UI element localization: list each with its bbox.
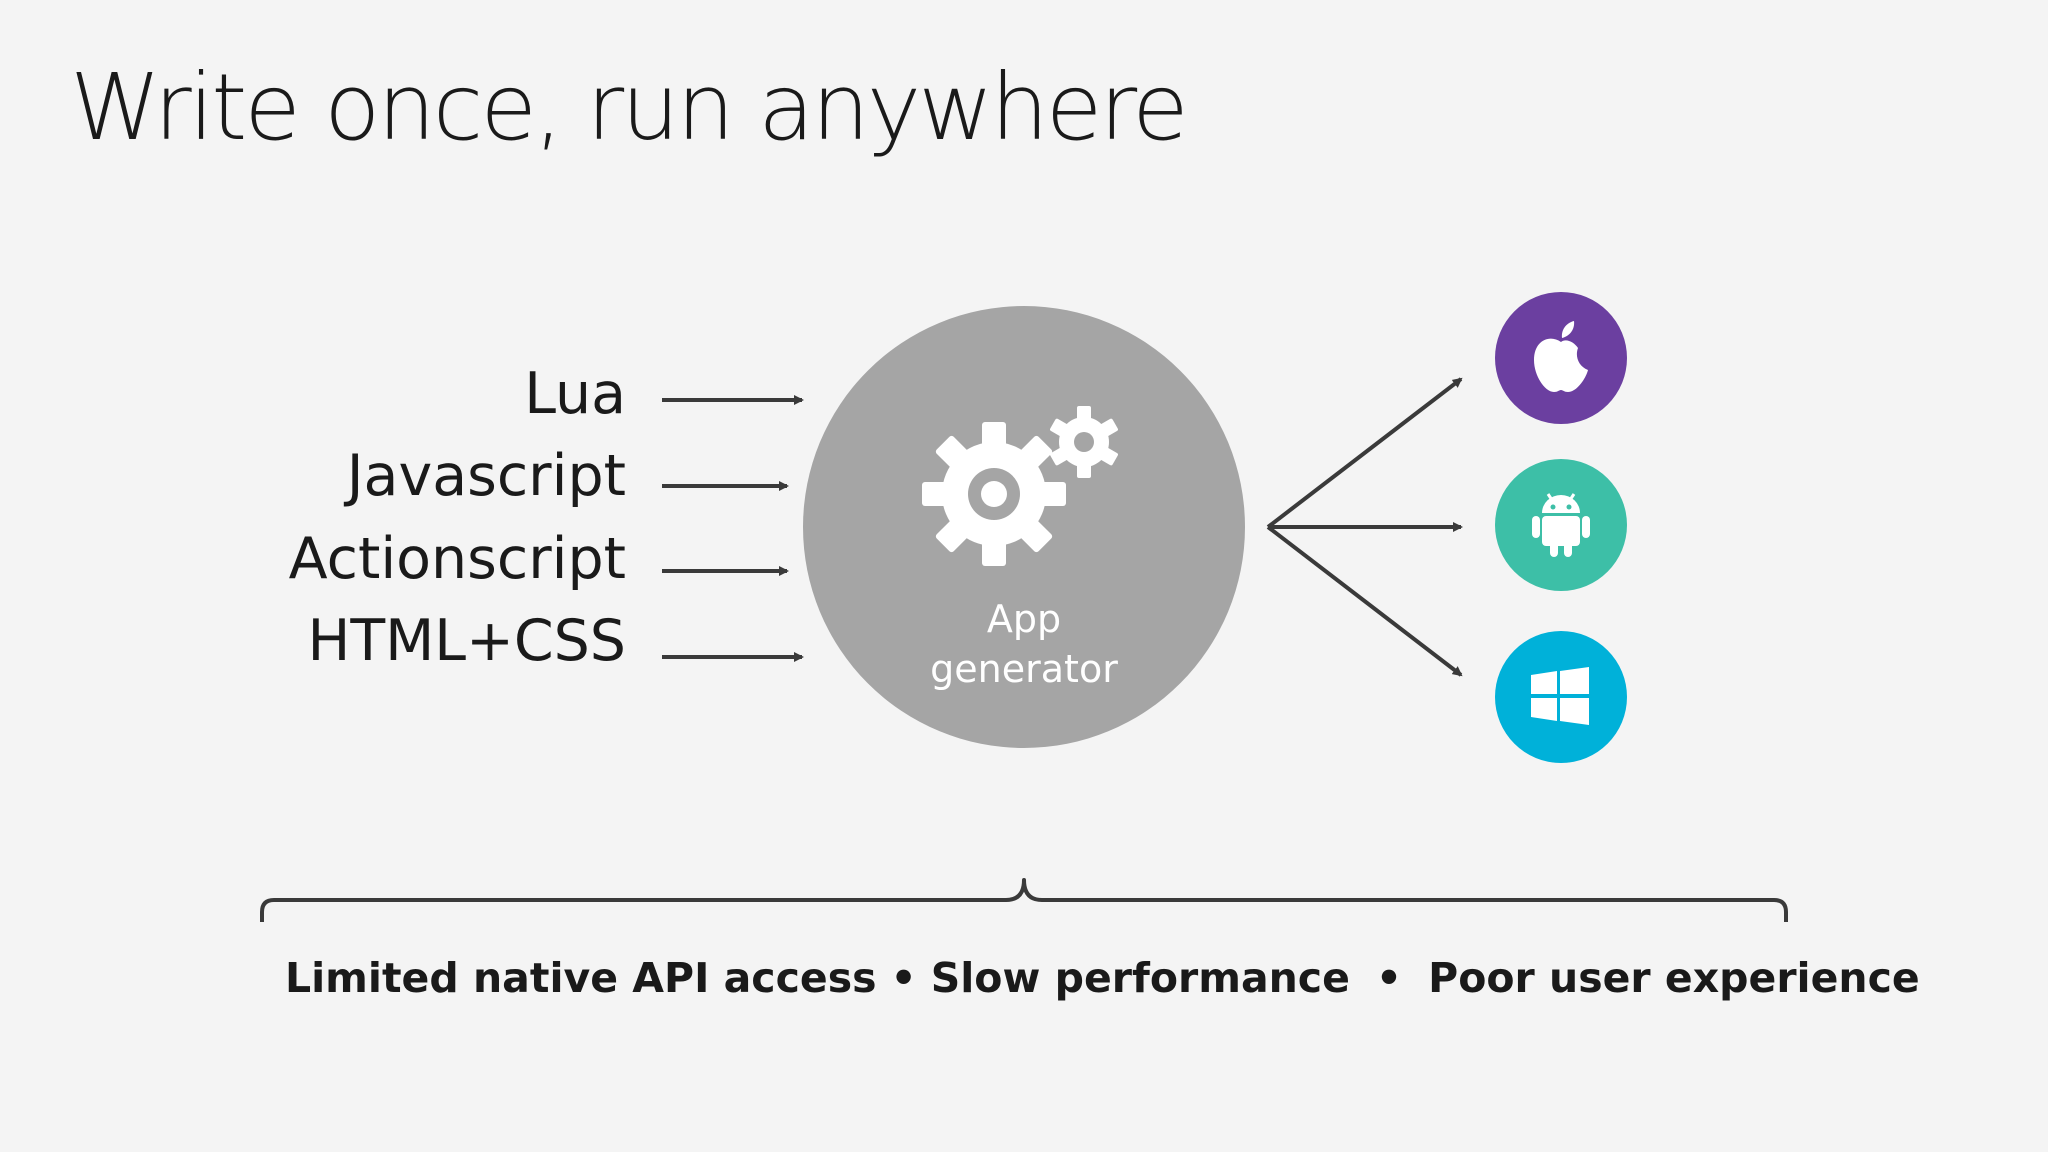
arrow-to-windows bbox=[1266, 525, 1463, 677]
input-label-actionscript: Actionscript bbox=[288, 526, 626, 592]
app-generator-label-line2: generator bbox=[930, 647, 1118, 691]
input-label-html-css: HTML+CSS bbox=[307, 608, 626, 674]
footer-item-api-access: Limited native API access bbox=[285, 954, 877, 1002]
platform-apple bbox=[1495, 292, 1627, 424]
footer-separator: • bbox=[1375, 954, 1403, 1002]
footer-item-performance: Slow performance bbox=[930, 954, 1350, 1002]
footer-summary: Limited native API access•Slow performan… bbox=[285, 958, 1920, 999]
windows-icon bbox=[1531, 667, 1589, 725]
app-generator-label-line1: App bbox=[987, 597, 1061, 641]
footer-item-user-experience: Poor user experience bbox=[1428, 954, 1920, 1002]
platform-windows bbox=[1495, 631, 1627, 763]
arrow-to-apple bbox=[1266, 377, 1463, 529]
input-label-javascript: Javascript bbox=[346, 443, 626, 509]
page-title: Write once, run anywhere bbox=[70, 54, 1189, 161]
apple-icon bbox=[1534, 321, 1588, 392]
android-icon bbox=[1532, 493, 1590, 557]
curly-brace bbox=[260, 878, 1788, 922]
platform-android bbox=[1495, 459, 1627, 591]
input-label-lua: Lua bbox=[524, 361, 626, 427]
footer-separator: • bbox=[890, 954, 917, 1002]
windows-circle bbox=[1495, 631, 1627, 763]
gears-icon bbox=[922, 406, 1118, 566]
